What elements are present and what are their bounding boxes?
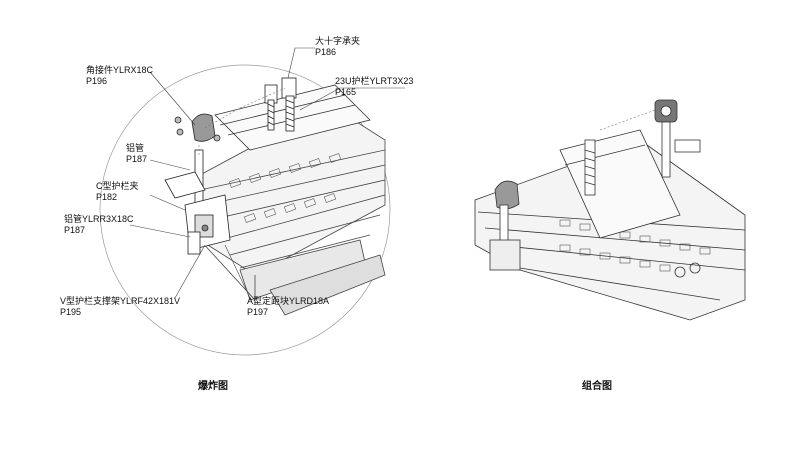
label-c-clamp-page: P182 [96, 192, 118, 202]
label-c-clamp-name: C型护栏夹 [96, 181, 139, 191]
conveyor-rail [199, 104, 386, 316]
label-cross-clamp: 大十字承夹 P186 [315, 36, 360, 58]
exploded-view [99, 47, 405, 356]
caption-exploded: 爆炸图 [198, 381, 228, 392]
label-aluminum-tube-name: 铝管 [126, 143, 145, 153]
label-guardrail-name: 23U护栏YLRT3X23 [335, 76, 414, 86]
label-a-spacer-page: P197 [247, 307, 269, 317]
label-v-bracket-page: P195 [60, 307, 82, 317]
label-aluminum-tube-2: 铝管YLRR3X18C P187 [64, 214, 134, 236]
corner-joint-assembly [164, 113, 231, 255]
label-v-bracket-name: V型护栏支撑架YLRF42X181V [60, 296, 181, 306]
chain-links [228, 153, 342, 223]
label-aluminum-tube: 铝管 P187 [126, 143, 147, 165]
label-cross-clamp-name: 大十字承夹 [315, 36, 361, 46]
assembled-view [474, 99, 746, 321]
label-c-clamp: C型护栏夹 P182 [96, 181, 139, 203]
cross-clamp-parts [264, 77, 297, 132]
leader-lines [129, 47, 405, 299]
label-aluminum-tube-page: P187 [126, 154, 148, 164]
assembly-guides [198, 87, 286, 155]
detail-circle [99, 64, 391, 356]
label-v-bracket: V型护栏支撑架YLRF42X181V P195 [60, 296, 180, 318]
label-cross-clamp-page: P186 [315, 47, 337, 57]
label-guardrail: 23U护栏YLRT3X23 P165 [335, 76, 413, 98]
label-corner-joint-name: 角接件YLRX18C [86, 65, 154, 75]
caption-assembled: 组合图 [582, 381, 612, 392]
label-a-spacer: A型定距块YLRD18A P197 [247, 296, 329, 318]
label-corner-joint: 角接件YLRX18C P196 [86, 65, 153, 87]
label-a-spacer-name: A型定距块YLRD18A [247, 296, 330, 306]
label-aluminum-tube-2-name: 铝管YLRR3X18C [64, 214, 134, 224]
label-aluminum-tube-2-page: P187 [64, 225, 86, 235]
label-corner-joint-page: P196 [86, 76, 108, 86]
label-guardrail-page: P165 [335, 87, 357, 97]
